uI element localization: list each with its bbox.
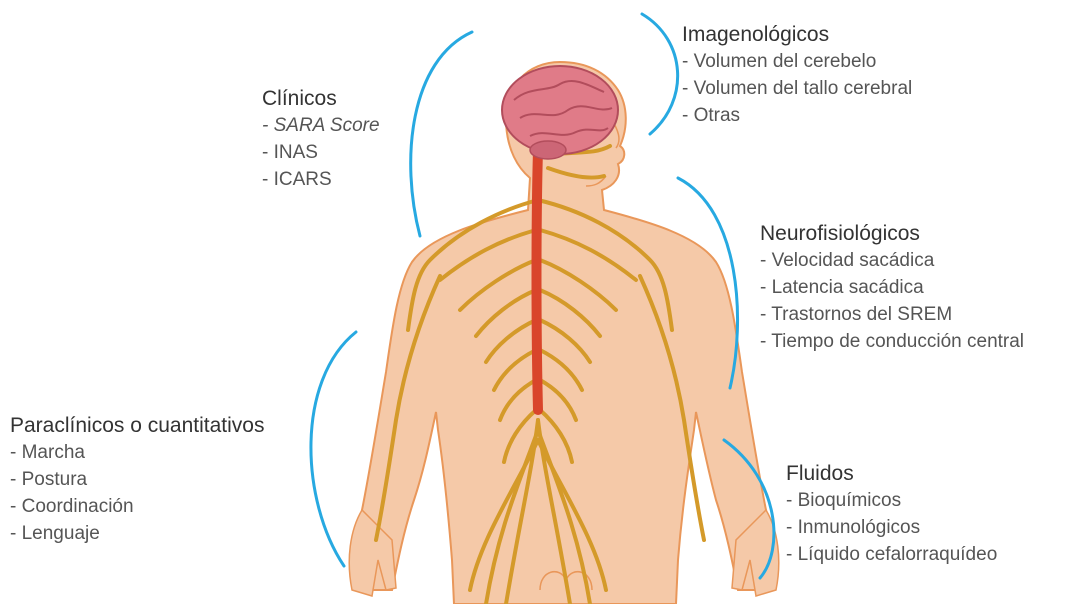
list-item: - Otras [682,102,912,129]
list-item: - Bioquímicos [786,487,997,514]
list-item: - Marcha [10,439,264,466]
list-item: - Latencia sacádica [760,274,1024,301]
list-item: - Inmunológicos [786,514,997,541]
list-item: - ICARS [262,166,380,193]
list-item: - Tiempo de conducción central [760,328,1024,355]
group-title: Neurofisiológicos [760,220,1024,247]
group-fluidos: Fluidos - Bioquímicos - Inmunológicos - … [786,460,997,568]
group-clinicos: Clínicos - SARA Score - INAS - ICARS [262,85,380,193]
list-item: - SARA Score [262,112,380,139]
bracket-clinicos [411,32,472,236]
list-item: - Coordinación [10,493,264,520]
group-imagenologicos: Imagenológicos - Volumen del cerebelo - … [682,21,912,129]
bracket-paraclinicos [311,332,356,566]
group-paraclinicos: Paraclínicos o cuantitativos - Marcha - … [10,412,264,547]
bracket-imagenologicos [642,14,678,134]
group-title: Fluidos [786,460,997,487]
list-item: - Trastornos del SREM [760,301,1024,328]
list-item: - Volumen del tallo cerebral [682,75,912,102]
list-item: - Volumen del cerebelo [682,48,912,75]
group-title: Paraclínicos o cuantitativos [10,412,264,439]
list-item: - Lenguaje [10,520,264,547]
list-item: - Líquido cefalorraquídeo [786,541,997,568]
list-item: - Postura [10,466,264,493]
list-item: - INAS [262,139,380,166]
list-item: - Velocidad sacádica [760,247,1024,274]
group-neurofisiologicos: Neurofisiológicos - Velocidad sacádica -… [760,220,1024,355]
spinal-cord [537,150,539,410]
group-title: Clínicos [262,85,380,112]
group-title: Imagenológicos [682,21,912,48]
